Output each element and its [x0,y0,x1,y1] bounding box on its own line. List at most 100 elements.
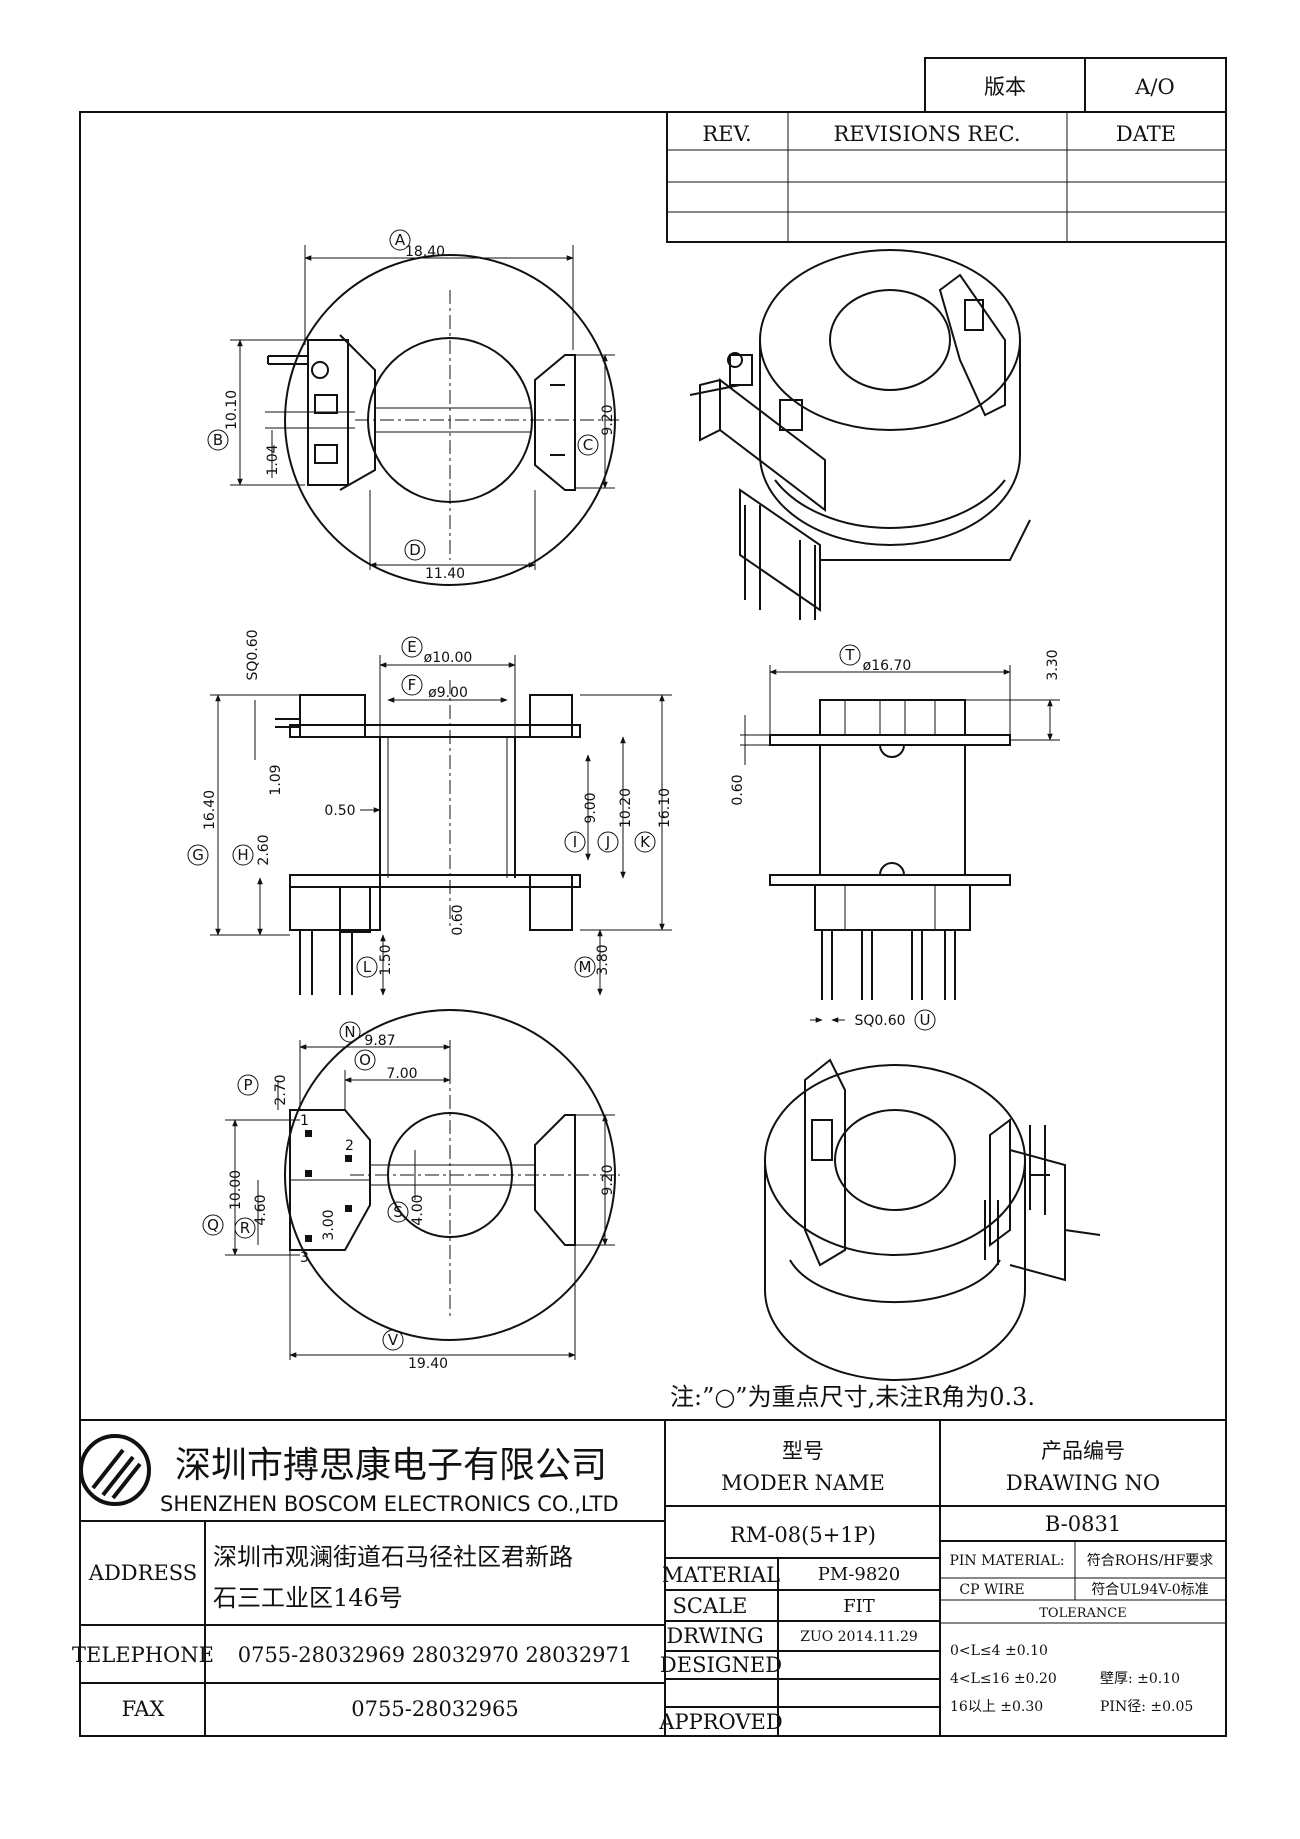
top-view: A 18.40 10.10 B 1.04 9.20 C D 11.40 [207,229,620,586]
tolerance-pin: PIN径: ±0.05 [1100,1699,1193,1715]
pin-material-value: CP WIRE [959,1582,1024,1598]
dim-b2-value: 1.04 [265,444,281,475]
dim-d-label: D [409,541,421,559]
dim-v-value: 19.40 [408,1356,448,1372]
dim-k-value: 16.10 [657,788,673,828]
dim-h2-value: 1.09 [268,764,284,795]
dim-l-value: 1.50 [378,944,394,975]
tolerance-row-2: 4<L≤16 ±0.20 [950,1671,1057,1687]
dim-o-label: O [359,1051,371,1069]
dim-sq-value: SQ0.60 [245,629,261,680]
fax-value: 0755-28032965 [351,1697,518,1721]
dim-f-label: F [408,676,417,694]
title-block: 深圳市搏思康电子有限公司 SHENZHEN BOSCOM ELECTRONICS… [72,1419,1226,1736]
dim-e-label: E [407,638,416,656]
dim-b-value: 10.10 [224,390,240,430]
rev-header: REV. [702,122,751,146]
revisions-rec-header: REVISIONS REC. [833,122,1020,146]
model-label-en: MODER NAME [721,1471,885,1495]
dim-b-label: B [213,431,223,449]
dim-i-label: I [573,833,577,851]
address-line1: 深圳市观澜街道石马径社区君新路 [213,1543,573,1571]
tolerance-wall: 壁厚: ±0.10 [1100,1671,1180,1687]
dim-u-value: SQ0.60 [854,1013,905,1029]
dim-gap-value: 0.60 [450,904,466,935]
dim-g-value: 16.40 [202,790,218,830]
approved-label: APPROVED [658,1710,782,1734]
company-name-en: SHENZHEN BOSCOM ELECTRONICS CO.,LTD [160,1492,619,1516]
pin-label-2: 2 [345,1138,354,1154]
drawing-no-label-en: DRAWING NO [1006,1471,1160,1495]
dim-c-value: 9.20 [600,404,616,435]
revision-table: REV. REVISIONS REC. DATE [666,111,1227,243]
dim-d-value: 11.40 [425,566,465,582]
telephone-label: TELEPHONE [72,1643,214,1667]
address-line2: 石三工业区146号 [213,1584,403,1612]
dim-n-label: N [344,1023,355,1041]
dim-j-value: 10.20 [618,788,634,828]
bottom-view: 1 2 3 N 9.87 O 7.00 2.70 P 10.00 Q 4.60 [202,1009,620,1372]
dim-m-label: M [579,958,592,976]
designed-label: DESIGNED [660,1653,782,1677]
fax-label: FAX [122,1697,165,1721]
dim-f-value: ø9.00 [428,685,468,701]
material-value: PM-9820 [818,1564,900,1585]
dim-p-label: P [243,1076,252,1094]
dim-t-value: ø16.70 [863,658,912,674]
dim-k-label: K [640,833,651,851]
tolerance-row-1: 0<L≤4 ±0.10 [950,1643,1048,1659]
front-view: T ø16.70 3.30 0.60 SQ0.60 U [730,644,1061,1031]
dim-r2-value: 3.00 [321,1209,337,1240]
dim-s2-value: 9.20 [600,1164,616,1195]
dim-s-value: 4.00 [410,1194,426,1225]
pin-label-1: 1 [300,1113,309,1129]
scale-value: FIT [843,1596,875,1617]
dim-p-value: 2.70 [273,1074,289,1105]
tolerance-title: TOLERANCE [1039,1606,1126,1621]
company-logo [79,1434,151,1506]
tolerance-row-3: 16以上 ±0.30 [950,1699,1043,1715]
version-box: 版本 A/O [924,57,1227,113]
dim-r-value: 4.60 [253,1194,269,1225]
dim-a-value: 18.40 [405,244,445,260]
pin-label-3: 3 [300,1250,309,1266]
material-label: MATERIAL [662,1563,780,1587]
sheet-border [79,111,1227,1737]
dim-i-value: 9.00 [583,792,599,823]
version-label: 版本 [984,75,1026,99]
dim-l-label: L [363,958,372,976]
dim-h-value: 2.60 [256,834,272,865]
address-label: ADDRESS [88,1561,197,1585]
dim-g-label: G [192,846,204,864]
dim-t3-value: 0.60 [730,774,746,805]
drawing-no-value: B-0831 [1045,1512,1121,1536]
drawing-note: 注:”○”为重点尺寸,未注R角为0.3. [670,1383,1035,1411]
dim-t2-value: 3.30 [1045,649,1061,680]
date-header: DATE [1116,122,1176,146]
dim-u-label: U [920,1011,931,1029]
dim-n-value: 9.87 [364,1033,395,1049]
isometric-view-bottom [764,1058,1101,1381]
side-view: E ø10.00 F ø9.00 SQ0.60 16.40 G 2.60 H 1… [187,629,673,996]
dim-q-value: 10.00 [228,1170,244,1210]
pin-material-label: PIN MATERIAL: [949,1553,1064,1569]
dim-t-label: T [844,646,855,664]
dim-c-label: C [583,436,593,454]
drwing-value: ZUO 2014.11.29 [800,1629,918,1645]
model-value: RM-08(5+1P) [730,1523,876,1547]
dim-o-value: 7.00 [386,1066,417,1082]
version-value: A/O [1134,75,1174,99]
drwing-label: DRWING [666,1624,763,1648]
requirement-rohs: 符合ROHS/HF要求 [1087,1553,1213,1569]
requirement-ul94: 符合UL94V-0标准 [1091,1582,1208,1598]
dim-v-label: V [388,1331,399,1349]
dim-m-value: 3.80 [595,944,611,975]
telephone-value: 0755-28032969 28032970 28032971 [238,1643,633,1667]
dim-q-label: Q [207,1216,219,1234]
company-name-cn: 深圳市搏思康电子有限公司 [175,1445,607,1486]
dim-e-value: ø10.00 [424,650,473,666]
dim-a-label: A [395,231,406,249]
dim-s-label: S [393,1203,403,1221]
dim-j-label: J [605,833,610,851]
